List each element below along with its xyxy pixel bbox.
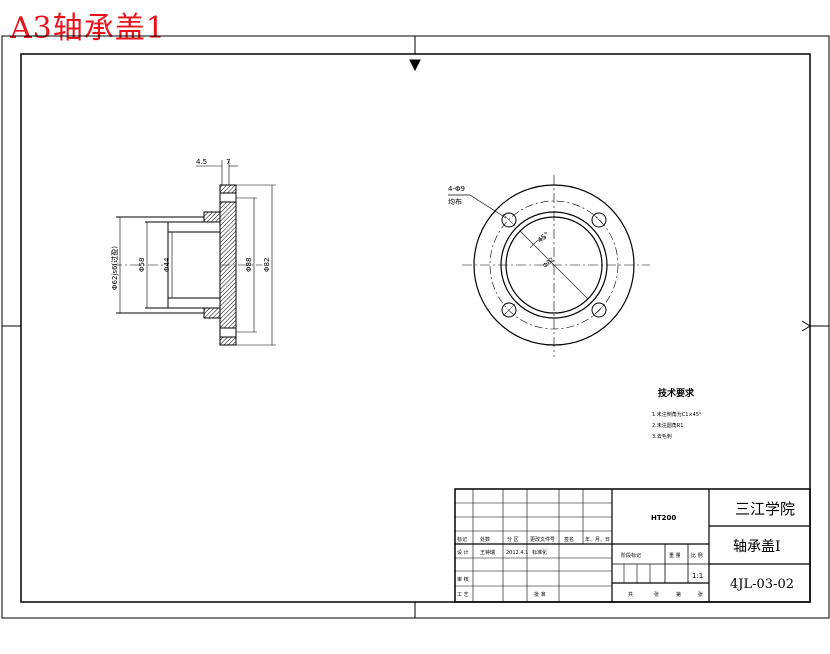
sheet-total-label: 共 xyxy=(628,591,633,598)
dim-pcd-diameter: Φ88 xyxy=(245,258,253,272)
scale-header: 比 例 xyxy=(691,552,703,559)
flange-outer-circle xyxy=(473,184,635,346)
spigot-circle xyxy=(500,211,608,319)
bolt-hole-2 xyxy=(591,212,607,228)
approve-label: 批 准 xyxy=(534,591,546,598)
material-label: HT200 xyxy=(651,514,676,522)
check-label: 审 核 xyxy=(457,576,469,583)
dim-outer-diameter: Φ82 xyxy=(263,258,271,272)
angle-label: 45° xyxy=(536,230,551,244)
tech-req-title: 技术要求 xyxy=(658,387,695,399)
sheet-index-label: 第 xyxy=(676,591,681,598)
tech-req-item-3: 3.去毛刺 xyxy=(652,433,672,440)
flange-section xyxy=(116,160,276,346)
technical-requirements: 技术要求 1.未注倒角为C1×45° 2.未注圆角R1 3.去毛刺 xyxy=(652,387,702,440)
hole-distribution-note: 均布 xyxy=(448,197,462,206)
diameter-dimension-lines xyxy=(119,165,273,345)
drawing-frame xyxy=(1,35,830,619)
rev-header-sign: 签名 xyxy=(564,536,574,543)
part-name: 轴承盖Ⅰ xyxy=(733,539,781,555)
side-view xyxy=(448,175,650,357)
sheet-total-unit: 张 xyxy=(654,591,659,598)
sheet-index-unit: 张 xyxy=(698,591,703,598)
rev-header-doc: 更改文件号 xyxy=(530,536,555,543)
stage-mark-header: 阶段标记 xyxy=(621,552,641,559)
design-date: 2012.4.1 xyxy=(506,550,528,556)
dim-spigot-diameter: Φ62js6(过盈) xyxy=(110,246,119,290)
bolt-hole-4 xyxy=(591,302,607,318)
title-block xyxy=(454,488,811,603)
school-name: 三江学院 xyxy=(735,500,795,518)
design-label: 设 计 xyxy=(457,549,469,556)
tech-req-item-1: 1.未注倒角为C1×45° xyxy=(652,411,702,418)
designer-name: 王钟瑞 xyxy=(480,549,495,556)
front-section-view: 4.5 7 Φ62js6(过盈) Φ58 Φ44 Φ88 Φ82 xyxy=(110,158,276,346)
rev-header-date: 年、月、日 xyxy=(585,536,610,543)
bore-circle xyxy=(505,216,603,314)
drawing-number: 4JL-03-02 xyxy=(730,577,794,592)
dim-hub-width: 7 xyxy=(226,158,230,166)
rev-header-mark: 标记 xyxy=(457,536,467,543)
sheet-title: A3轴承盖1 xyxy=(10,11,166,46)
pitch-circle xyxy=(489,200,619,330)
hole-count-note: 4-Φ9 xyxy=(448,185,465,193)
rev-header-zone: 分 区 xyxy=(507,536,519,543)
bolt-hole-1 xyxy=(501,212,517,228)
bolt-hole-3 xyxy=(501,302,517,318)
weight-header: 重 量 xyxy=(669,552,681,559)
rev-header-count: 处数 xyxy=(480,536,490,543)
tech-req-item-2: 2.未注圆角R1 xyxy=(652,422,683,429)
scale-value: 1:1 xyxy=(692,572,703,580)
process-label: 工 艺 xyxy=(457,592,469,598)
dim-inner-diameter: Φ44 xyxy=(163,257,171,272)
standardization-label: 标准化 xyxy=(532,549,547,556)
dim-flange-thickness: 4.5 xyxy=(196,158,207,166)
dim-bore-diameter: Φ58 xyxy=(138,258,146,272)
